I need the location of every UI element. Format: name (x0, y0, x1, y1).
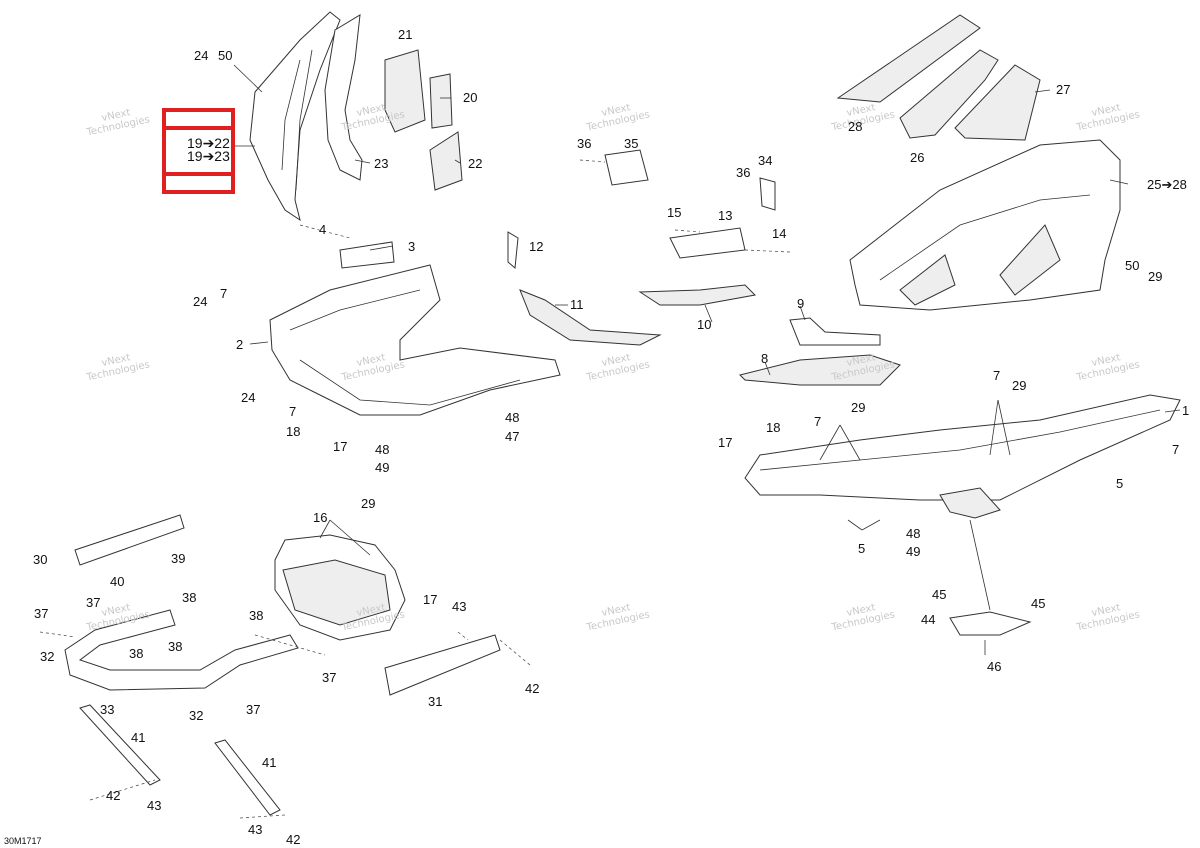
callout-49: 49 (906, 544, 921, 559)
callout-5: 5 (1116, 476, 1124, 491)
callout-40: 40 (110, 574, 125, 589)
side-pads-group (384, 49, 463, 191)
callout-17: 17 (333, 439, 348, 454)
callout-41: 41 (262, 755, 277, 770)
brackets (339, 149, 881, 346)
highlight-divider-bottom (162, 172, 235, 176)
callout-11: 11 (570, 297, 584, 312)
callout-29: 29 (1148, 269, 1163, 284)
callout-31: 31 (428, 694, 443, 709)
right-side-panel (849, 139, 1121, 311)
callout-7: 7 (220, 286, 228, 301)
callout-13: 13 (718, 208, 733, 223)
callout-24: 24 (194, 48, 209, 63)
reference-code: 30M1717 (4, 836, 42, 846)
callout-7: 7 (1172, 442, 1180, 457)
callout-14: 14 (772, 226, 787, 241)
callout-4: 4 (319, 222, 327, 237)
callout-38: 38 (168, 639, 183, 654)
callout-42: 42 (525, 681, 540, 696)
callout-29: 29 (1012, 378, 1027, 393)
trim-parts (519, 284, 901, 386)
leader-lines (39, 64, 1181, 819)
callout-37: 37 (34, 606, 49, 621)
right-belly-pan (744, 394, 1181, 519)
callout-36: 36 (577, 136, 592, 151)
highlight-box (162, 108, 235, 194)
callout-21: 21 (398, 27, 413, 42)
callout-38: 38 (182, 590, 197, 605)
callout-7: 7 (993, 368, 1001, 383)
highlight-divider-top (162, 126, 235, 130)
callout-50: 50 (1125, 258, 1140, 273)
callout-50: 50 (218, 48, 233, 63)
callout-18: 18 (766, 420, 781, 435)
callout-43: 43 (452, 599, 467, 614)
callout-23: 23 (374, 156, 389, 171)
callout-48: 48 (505, 410, 520, 425)
callout-29: 29 (851, 400, 866, 415)
bumper (64, 514, 1032, 816)
callout-42: 42 (286, 832, 301, 847)
callout-3: 3 (408, 239, 416, 254)
callout-28: 28 (848, 119, 863, 134)
callout-48: 48 (906, 526, 921, 541)
fender-panel-group (249, 11, 363, 222)
callout-37: 37 (246, 702, 261, 717)
callout-26: 26 (910, 150, 925, 165)
callout-43: 43 (248, 822, 263, 837)
callout-44: 44 (921, 612, 936, 627)
highlight-line-2: 19➔23 (187, 148, 230, 164)
grille (274, 534, 406, 641)
callout-7: 7 (289, 404, 297, 419)
callout-15: 15 (667, 205, 682, 220)
callout-32: 32 (189, 708, 204, 723)
callout-24: 24 (193, 294, 208, 309)
callout-22: 22 (468, 156, 483, 171)
callout-9: 9 (797, 296, 805, 311)
callout-43: 43 (147, 798, 162, 813)
callout-41: 41 (131, 730, 146, 745)
callout-46: 46 (987, 659, 1002, 674)
top-right-panels (836, 14, 1041, 141)
callout-17: 17 (718, 435, 733, 450)
callout-45: 45 (932, 587, 947, 602)
callout-29: 29 (361, 496, 376, 511)
callout-37: 37 (322, 670, 337, 685)
callout-18: 18 (286, 424, 301, 439)
callout-34: 34 (758, 153, 773, 168)
callout-10: 10 (697, 317, 712, 332)
callout-25-28: 25➔28 (1147, 177, 1187, 192)
callout-27: 27 (1056, 82, 1071, 97)
callout-48: 48 (375, 442, 390, 457)
callout-30: 30 (33, 552, 48, 567)
callout-32: 32 (40, 649, 55, 664)
callout-39: 39 (171, 551, 186, 566)
callout-16: 16 (313, 510, 328, 525)
callout-8: 8 (761, 351, 769, 366)
callout-33: 33 (100, 702, 115, 717)
callout-7: 7 (814, 414, 822, 429)
callout-24: 24 (241, 390, 256, 405)
callout-45: 45 (1031, 596, 1046, 611)
belly-pan (269, 264, 561, 416)
callout-38: 38 (249, 608, 264, 623)
callout-42: 42 (106, 788, 121, 803)
callout-17: 17 (423, 592, 438, 607)
callout-38: 38 (129, 646, 144, 661)
callout-47: 47 (505, 429, 520, 444)
callout-35: 35 (624, 136, 639, 151)
callout-2: 2 (236, 337, 244, 352)
callout-37: 37 (86, 595, 101, 610)
callout-20: 20 (463, 90, 478, 105)
highlight-line-1: 19➔22 (187, 135, 230, 151)
callout-1: 1 (1182, 403, 1190, 418)
callout-5: 5 (858, 541, 866, 556)
callout-49: 49 (375, 460, 390, 475)
callout-12: 12 (529, 239, 544, 254)
callout-36: 36 (736, 165, 751, 180)
